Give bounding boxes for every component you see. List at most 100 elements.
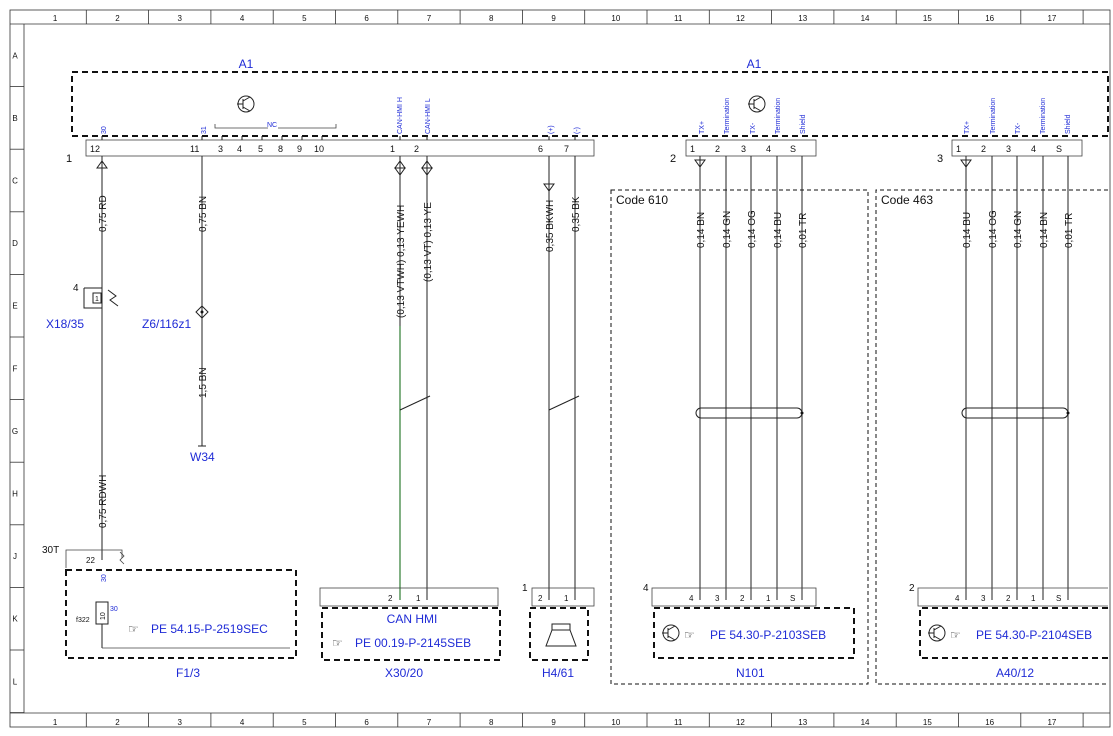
grid-column-label: 3 (178, 718, 183, 727)
pointing-hand-icon[interactable]: ☞ (950, 628, 961, 642)
pin-number: 3 (981, 594, 986, 603)
grid-column-label: 4 (240, 14, 245, 23)
pin-number: 1 (690, 144, 695, 154)
n101-number: 4 (643, 583, 649, 594)
wire-label: 0,14 BU (962, 212, 973, 248)
a40-12-number: 2 (909, 583, 915, 594)
n101-ref-link[interactable]: PE 54.30-P-2103SEB (710, 628, 826, 642)
f1-3-ref-link[interactable]: PE 54.15-P-2519SEC (151, 622, 268, 636)
wire-label: 0,14 OG (988, 210, 999, 248)
h4-61-number: 1 (522, 583, 528, 594)
wire-can-h (394, 156, 431, 600)
wire-pin-30 (96, 156, 108, 560)
x30-20-label: X30/20 (385, 666, 423, 680)
grid-column-label: 3 (178, 14, 183, 23)
grid-column-label: 7 (427, 14, 432, 23)
f1-3-label: F1/3 (176, 666, 200, 680)
pin-name-minus: (-) (574, 127, 581, 134)
pointing-hand-icon[interactable]: ☞ (332, 636, 343, 650)
pin-number: 3 (741, 144, 746, 154)
connector-3-body (951, 139, 1083, 157)
pin-number: 3 (218, 144, 223, 154)
f1-3-30t: 30T (42, 545, 59, 556)
pin-number: 6 (538, 144, 543, 154)
w34-label: W34 (190, 450, 215, 464)
pointing-hand-icon[interactable]: ☞ (684, 628, 695, 642)
pin-stubs (101, 136, 576, 140)
pin-name: Shield (1065, 114, 1072, 134)
grid-column-label: 6 (364, 718, 369, 727)
grid-column-label: 16 (985, 14, 994, 23)
a40-12-section: Code 463 0,14 BU 0,14 OG 0,14 GN 0,14 BN… (875, 156, 1108, 685)
transistor-icon (928, 624, 946, 642)
module-a1-label-left: A1 (239, 57, 254, 71)
connector-2-body (685, 139, 817, 157)
grid-row-label: J (13, 552, 17, 561)
pin-name-30: 30 (101, 126, 108, 134)
pin-number: 12 (90, 144, 100, 154)
a40-12-ref-link[interactable]: PE 54.30-P-2104SEB (976, 628, 1092, 642)
h4-61-component: 1 2 1 H4/61 (522, 583, 595, 680)
wire-label: 0,14 BU (773, 212, 784, 248)
grid-column-label: 8 (489, 14, 494, 23)
f1-3-fuse-value: 10 (100, 612, 107, 620)
wire-label: 0,14 BN (696, 212, 707, 248)
x18-35-number: 4 (73, 283, 79, 294)
pin-number: 2 (715, 144, 720, 154)
module-a1-label-right: A1 (747, 57, 762, 71)
pin-number: 10 (314, 144, 324, 154)
wire-label: (0,13 VTWH) 0,13 YEWH (396, 205, 407, 318)
grid-column-label: 5 (302, 718, 307, 727)
z6-116z1-label: Z6/116z1 (142, 317, 191, 331)
transistor-icon (237, 95, 255, 113)
grid-column-label: 9 (551, 14, 556, 23)
grid-column-label: 10 (611, 718, 620, 727)
grid-frame: 1122334455667788991010111112121313141415… (9, 9, 1111, 728)
twisted-pair-shield (961, 407, 1069, 419)
pin-number: 4 (237, 144, 242, 154)
f1-3-pin: 22 (86, 556, 95, 565)
grid-column-label: 11 (674, 718, 683, 727)
connector-3-number: 3 (937, 153, 943, 165)
connector-2-number: 2 (670, 153, 676, 165)
pin-name-plus: (+) (548, 125, 555, 134)
twisted-pair-shield (695, 407, 803, 419)
grid-column-label: 14 (861, 718, 870, 727)
pin-name: Termination (724, 98, 731, 134)
wire-speaker (543, 156, 580, 600)
pin-name-31: 31 (201, 126, 208, 134)
pin-number: 1 (766, 594, 771, 603)
pin-name-can-h: CAN-HMI H (397, 97, 404, 134)
grid-column-label: 17 (1047, 14, 1056, 23)
grid-row-label: K (12, 615, 18, 624)
pin-number: 8 (278, 144, 283, 154)
grid-column-label: 4 (240, 718, 245, 727)
grid-column-label: 15 (923, 718, 932, 727)
x18-35-pin: 1 (95, 296, 99, 303)
pointing-hand-icon[interactable]: ☞ (128, 622, 139, 636)
pin-number: S (1056, 144, 1062, 154)
pin-number: 1 (1031, 594, 1036, 603)
connector-1-body (85, 139, 595, 157)
n101-label: N101 (736, 666, 765, 680)
pin-number: 4 (766, 144, 771, 154)
grid-column-label: 5 (302, 14, 307, 23)
pin-number: 2 (414, 144, 419, 154)
grid-column-label: 1 (53, 14, 58, 23)
grid-column-label: 13 (798, 718, 807, 727)
pin-number: 1 (956, 144, 961, 154)
transistor-icon (662, 624, 680, 642)
x30-20-ref-link[interactable]: PE 00.19-P-2145SEB (355, 636, 471, 650)
x30-20-component: 2 1 CAN HMI ☞ PE 00.19-P-2145SEB X30/20 (319, 587, 501, 680)
grid-column-label: 14 (861, 14, 870, 23)
pin-number: 5 (258, 144, 263, 154)
wire-label: 0,75 RD (98, 195, 109, 232)
connector-1-number: 1 (66, 153, 72, 165)
wire-can-l (421, 156, 433, 600)
f1-3-out: 30 (110, 606, 118, 613)
grid-column-label: 1 (53, 718, 58, 727)
pin-number: 1 (564, 594, 569, 603)
wire-label: 0,75 RDWH (98, 475, 109, 528)
wire-label: 0,14 OG (747, 210, 758, 248)
wire-label: (0,13 VT) 0,13 YE (423, 202, 434, 282)
